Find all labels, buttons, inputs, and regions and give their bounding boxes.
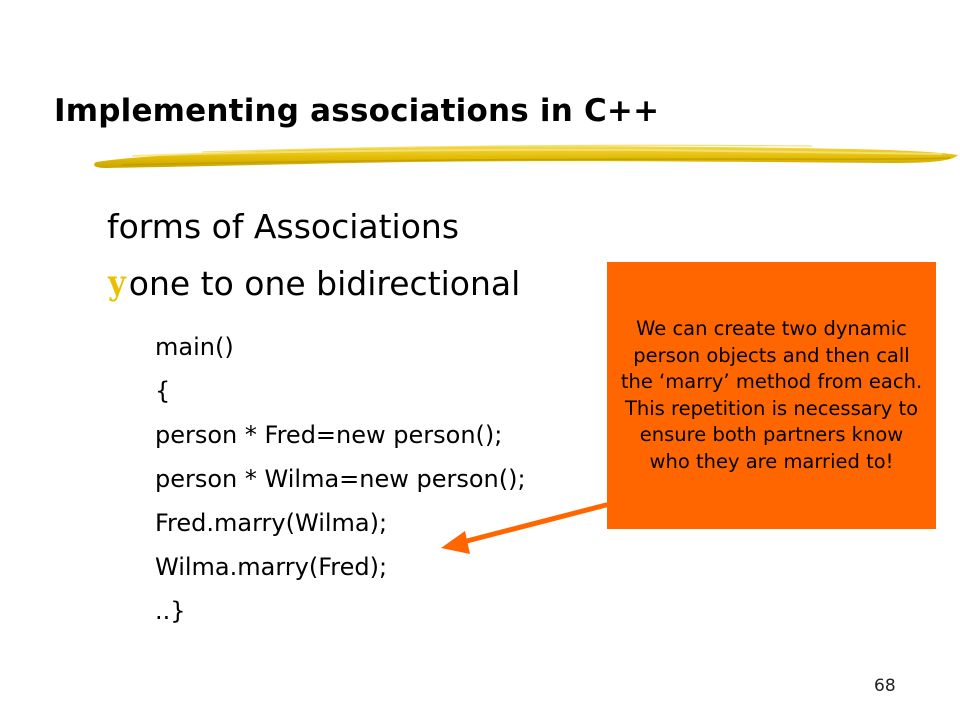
callout-box: We can create two dynamic person objects… (607, 262, 936, 529)
code-line: person * Fred=new person(); (155, 421, 503, 449)
bullet-item: y one to one bidirectional (107, 263, 520, 303)
slide-title: Implementing associations in C++ (54, 93, 660, 129)
bullet-text: one to one bidirectional (128, 263, 521, 303)
code-line: main() (155, 333, 234, 361)
title-underline-brush (94, 144, 959, 168)
code-line: { (155, 377, 171, 405)
code-line: Fred.marry(Wilma); (155, 509, 388, 537)
code-line: ..} (155, 597, 186, 625)
callout-text: We can create two dynamic person objects… (620, 317, 923, 473)
bullet-icon: y (107, 263, 126, 303)
page-number: 68 (874, 676, 896, 696)
code-line: person * Wilma=new person(); (155, 465, 526, 493)
code-line: Wilma.marry(Fred); (155, 553, 388, 581)
section-heading: forms of Associations (107, 207, 460, 246)
